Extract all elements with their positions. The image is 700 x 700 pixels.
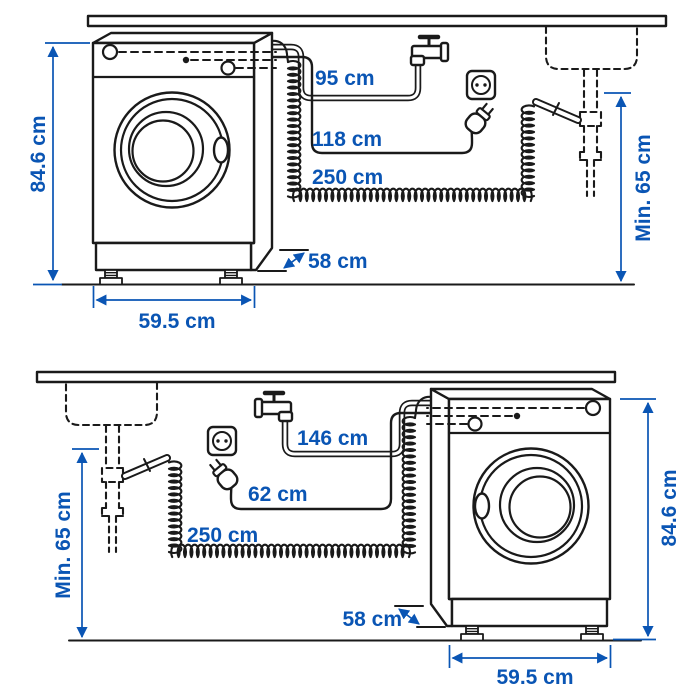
countertop bbox=[86, 14, 668, 28]
height-label: 84.6 cm bbox=[658, 469, 681, 546]
drain-hose-label: 250 cm bbox=[187, 524, 258, 547]
depth-label: 58 cm bbox=[308, 250, 368, 273]
drain-hose-coil-icon bbox=[269, 39, 582, 203]
water-tap-icon bbox=[409, 34, 450, 67]
machine-top-panel bbox=[91, 31, 274, 45]
power-outlet-icon bbox=[465, 69, 497, 101]
washing-machine-icon bbox=[91, 31, 277, 286]
supply-hose bbox=[254, 43, 422, 102]
top-dimensions: 84.6 cm 95 cm 118 cm 250 cm Min. 65 cm 5… bbox=[27, 42, 655, 333]
drain-hose-connector bbox=[532, 98, 582, 124]
machine-door bbox=[113, 91, 231, 209]
depth-dimension-arrow bbox=[398, 608, 420, 625]
power-plug-icon bbox=[464, 102, 494, 135]
drain-coil-row bbox=[291, 187, 533, 203]
machine-controls bbox=[101, 43, 277, 76]
depth-label: 58 cm bbox=[342, 608, 402, 631]
drain-coil-riser bbox=[520, 104, 536, 199]
width-label: 59.5 cm bbox=[138, 310, 215, 333]
bottom-dimensions: 84.6 cm 146 cm 62 cm 250 cm Min. 65 cm 5… bbox=[52, 398, 681, 689]
drain-min-height-label: Min. 65 cm bbox=[52, 491, 75, 598]
supply-hose-label: 146 cm bbox=[297, 427, 368, 450]
power-cord-label: 118 cm bbox=[312, 128, 382, 151]
width-label: 59.5 cm bbox=[496, 666, 573, 689]
machine-plinth bbox=[94, 241, 253, 272]
drain-min-height-label: Min. 65 cm bbox=[632, 134, 655, 241]
machine-feet bbox=[99, 269, 243, 286]
height-label: 84.6 cm bbox=[27, 115, 50, 192]
sink-trap-icon bbox=[544, 25, 639, 198]
drain-coil-column bbox=[286, 59, 302, 199]
depth-dimension-arrow bbox=[283, 252, 305, 269]
drain-hose-label: 250 cm bbox=[312, 166, 383, 189]
scene-lineart-mirrored bbox=[37, 372, 641, 641]
scene-lineart bbox=[61, 14, 668, 286]
power-cord-label: 62 cm bbox=[248, 483, 308, 506]
power-cord bbox=[256, 55, 475, 155]
door-handle bbox=[212, 136, 230, 164]
supply-hose-label: 95 cm bbox=[315, 67, 375, 90]
depth-reference-ticks bbox=[257, 249, 309, 272]
